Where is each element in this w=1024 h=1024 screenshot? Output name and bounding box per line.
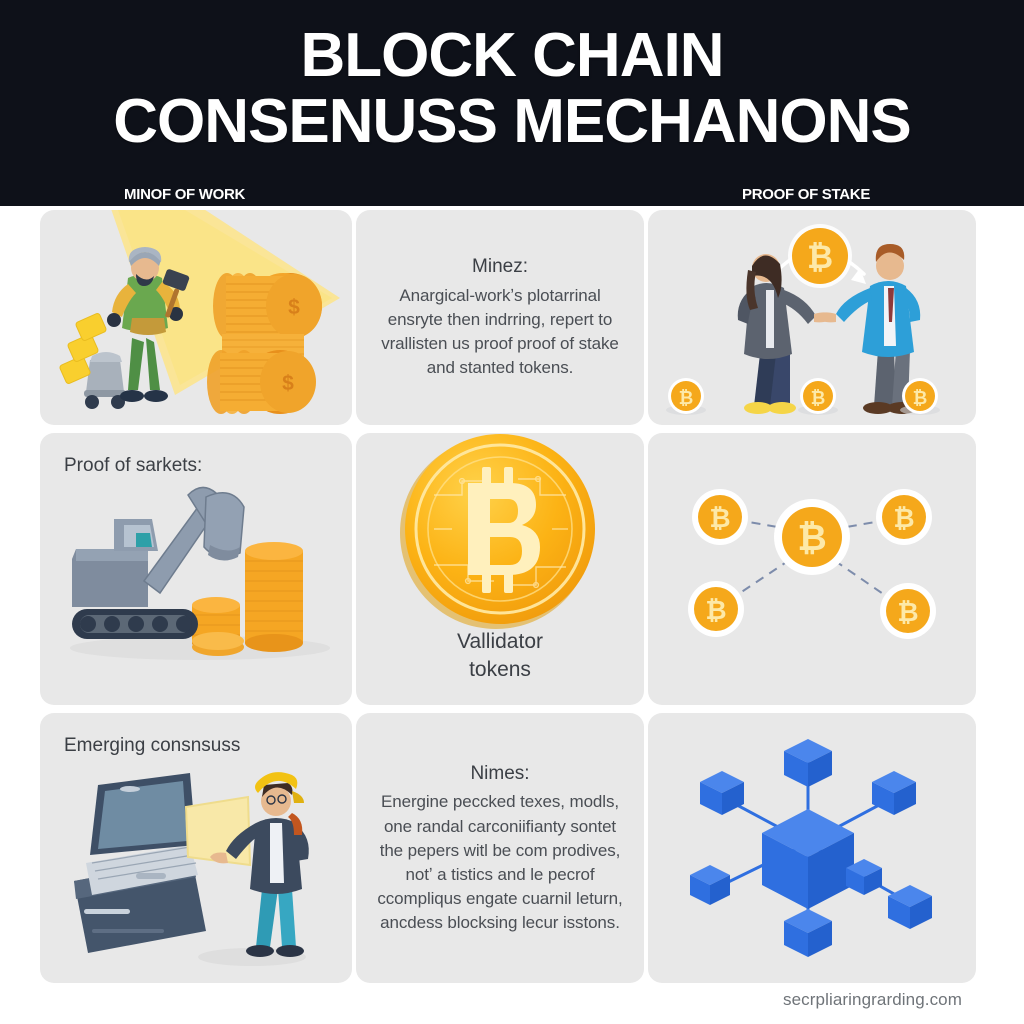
panel-validator-tokens: Vallidator tokens bbox=[356, 433, 644, 705]
poster-header: BLOCK CHAIN CONSENUSS MECHANONS MINOF OF… bbox=[0, 0, 1024, 206]
panel-title-emerging-consnsuss: Emerging consnsuss bbox=[64, 735, 241, 756]
caption-line-1: Vallidator bbox=[457, 630, 543, 654]
panel-title-proof-of-sarkets: Proof of sarkets: bbox=[64, 455, 203, 476]
svg-text:$: $ bbox=[282, 372, 294, 395]
footer-website: secrpliaringrarding.com bbox=[783, 990, 962, 1009]
text-heading-minez: Minez: bbox=[472, 256, 528, 278]
header-label-proof-of-stake: PROOF OF STAKE bbox=[742, 186, 871, 203]
panel-bitcoin-network: ₿ ₿ ₿ ₿ ₿ bbox=[648, 433, 976, 705]
header-section-labels: MINOF OF WORK PROOF OF STAKE bbox=[0, 186, 1024, 206]
svg-text:₿: ₿ bbox=[807, 239, 833, 275]
miner-hammer-coins-icon: $ bbox=[40, 210, 352, 425]
svg-text:₿: ₿ bbox=[811, 388, 826, 408]
two-people-bitcoin-icon: ₿ bbox=[648, 210, 976, 425]
panel-people-exchange: ₿ bbox=[648, 210, 976, 425]
title-line-1: BLOCK CHAIN bbox=[300, 21, 725, 90]
excavator-coins-icon bbox=[40, 433, 352, 705]
svg-text:$: $ bbox=[288, 296, 300, 319]
panel-excavator: Proof of sarkets: bbox=[40, 433, 352, 705]
blue-blocks-network-icon bbox=[648, 713, 976, 983]
poster-title: BLOCK CHAIN CONSENUSS MECHANONS bbox=[0, 21, 1024, 156]
panel-text-nimes: Nimes: Energine peccked texes, modls, on… bbox=[356, 713, 644, 983]
svg-text:₿: ₿ bbox=[709, 503, 730, 533]
panel-miner-illustration: $ bbox=[40, 210, 352, 425]
panel-text-minez: Minez: Anargical-workʼs plotarrinal ensr… bbox=[356, 210, 644, 425]
panel-blockchain-cubes bbox=[648, 713, 976, 983]
svg-text:₿: ₿ bbox=[679, 388, 694, 408]
text-body-nimes: Energine peccked texes, modls, one randa… bbox=[377, 792, 623, 933]
panel-grid: $ bbox=[40, 210, 984, 983]
title-line-2: CONSENUSS MECHANONS bbox=[113, 86, 911, 156]
text-heading-nimes: Nimes: bbox=[470, 762, 530, 784]
caption-validator-tokens: Vallidator tokens bbox=[356, 628, 644, 683]
svg-text:₿: ₿ bbox=[797, 517, 826, 558]
laptop-person-sheet-icon bbox=[40, 713, 352, 983]
svg-text:₿: ₿ bbox=[705, 595, 726, 625]
text-body-minez: Anargical-workʼs plotarrinal ensryte the… bbox=[381, 286, 619, 378]
header-label-proof-of-work: MINOF OF WORK bbox=[124, 186, 246, 203]
panel-emerging-consensus: Emerging consnsuss bbox=[40, 713, 352, 983]
svg-text:₿: ₿ bbox=[893, 503, 914, 533]
svg-text:₿: ₿ bbox=[897, 597, 918, 627]
caption-line-2: tokens bbox=[469, 657, 531, 681]
svg-text:₿: ₿ bbox=[913, 388, 928, 408]
big-bitcoin-coin-icon bbox=[356, 433, 644, 705]
bitcoin-network-icon: ₿ ₿ ₿ ₿ ₿ bbox=[648, 433, 976, 705]
